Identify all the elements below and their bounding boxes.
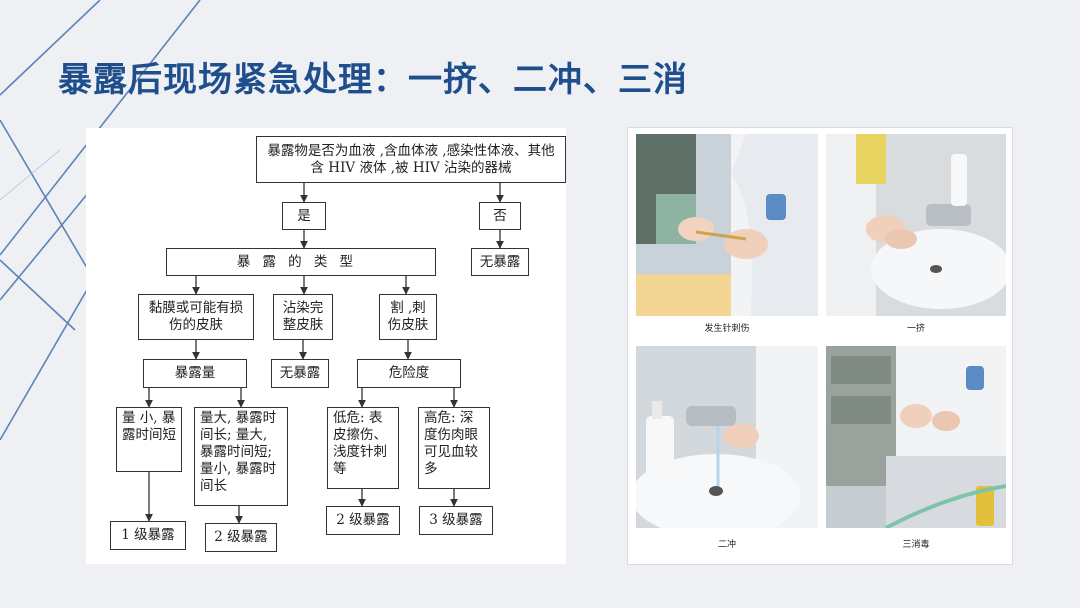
flowchart-connectors [145,183,504,524]
node-type-intact-skin: 沾染完整皮肤 [273,294,333,340]
node-low-risk: 低危: 表皮擦伤、浅度针刺等 [327,407,399,489]
node-small-amount: 量 小, 暴露时间短 [116,407,182,472]
node-no-exposure-mid: 无暴露 [271,359,329,388]
caption-squeeze: 一挤 [906,324,925,334]
caption-disinfect: 三消毒 [902,540,930,550]
node-level-3: 3 级暴露 [419,506,493,535]
node-high-risk: 高危: 深度伤肉眼可见血较多 [418,407,490,489]
photo-squeeze [826,134,1006,316]
node-yes: 是 [282,202,326,230]
photo-disinfect [826,346,1006,528]
node-type-puncture: 割 ,刺伤皮肤 [379,294,437,340]
caption-needlestick: 发生针刺伤 [704,324,750,334]
node-risk-level: 危险度 [357,359,461,388]
caption-rinse: 二冲 [717,540,736,550]
exposure-flowchart: 暴露物是否为血液 ,含血体液 ,感染性体液、其他含 HIV 液体 ,被 HIV … [86,128,566,564]
photo-needlestick [636,134,818,316]
node-level-2a: 2 级暴露 [205,523,277,552]
node-level-1: 1 级暴露 [110,521,186,550]
node-no-exposure-right: 无暴露 [471,248,529,276]
node-no: 否 [479,202,521,230]
node-exposure-amount: 暴露量 [143,359,247,388]
node-exposure-question: 暴露物是否为血液 ,含血体液 ,感染性体液、其他含 HIV 液体 ,被 HIV … [256,136,566,183]
node-exposure-type: 暴露的类型 [166,248,436,276]
node-type-mucosa: 黏膜或可能有损伤的皮肤 [138,294,254,340]
photo-rinse [636,346,818,528]
node-level-2b: 2 级暴露 [326,506,400,535]
procedure-photo-grid: 发生针刺伤 一挤 二冲 [628,128,1012,564]
page-title: 暴露后现场紧急处理：一挤、二冲、三消 [58,60,688,100]
node-large-amount: 量大, 暴露时间长; 量大, 暴露时间短; 量小, 暴露时间长 [194,407,288,506]
